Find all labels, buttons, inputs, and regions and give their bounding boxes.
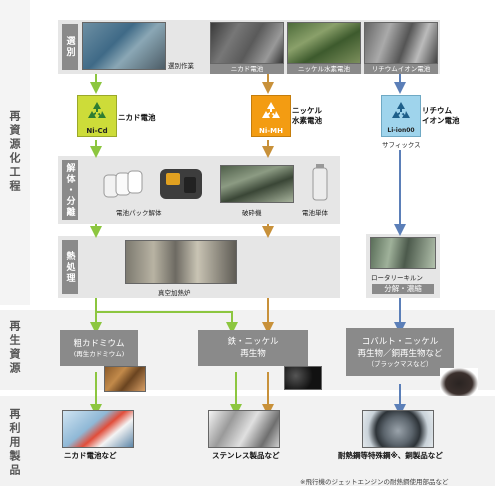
nimh-name: ニッケル 水素電池 xyxy=(292,106,322,125)
black-mass-photo xyxy=(440,368,478,396)
recycle-icon xyxy=(262,102,280,118)
disassembly-caption-pack: 電池パック解体 xyxy=(116,209,162,217)
kiln-caption: ロータリーキルン xyxy=(371,274,423,282)
battery-cell-illustration xyxy=(310,163,330,201)
crusher-photo xyxy=(220,165,294,203)
rotary-kiln-photo xyxy=(370,237,436,269)
kiln-process-label: 分解・濃縮 xyxy=(372,284,434,294)
product-label-stainless: ステンレス製品など xyxy=(212,451,280,460)
resource-title-cadmium: 粗カドミウム xyxy=(73,338,125,349)
disassembly-caption-crusher: 破砕機 xyxy=(242,209,262,217)
sorting-caption-nicd: ニカド電池 xyxy=(210,64,284,74)
nimh-pile-photo xyxy=(287,22,361,64)
resource-title-cobalt: コバルト・ニッケル 再生物／銅再生物など xyxy=(357,336,443,359)
sorting-work-photo xyxy=(82,22,166,70)
resource-sub-cadmium: (再生カドミウム) xyxy=(73,349,125,358)
recycle-icon xyxy=(392,102,410,118)
resource-sub-cobalt: （ブラックマスなど） xyxy=(367,359,433,368)
arrow-green-right xyxy=(96,311,238,334)
battery-pack-illustration xyxy=(100,163,210,203)
footnote: ※飛行機のジェットエンジンの耐熱鋼使用部品など xyxy=(300,478,449,486)
resource-box-cadmium: 粗カドミウム (再生カドミウム) xyxy=(60,330,138,366)
nimh-recycle-mark: Ni-MH xyxy=(251,95,291,137)
iron-nickel-photo xyxy=(284,366,322,390)
nicd-products-photo xyxy=(62,410,134,448)
sorting-label: 選別 xyxy=(62,24,78,70)
sorting-caption-work: 選別作業 xyxy=(168,62,194,70)
liion-symbol-text: Li-ion00 xyxy=(387,127,415,134)
liion-recycle-mark: Li-ion00 xyxy=(381,95,421,137)
sorting-caption-liion: リチウムイオン電池 xyxy=(364,64,438,74)
band-label-recycled-resources: 再生資源 xyxy=(8,320,21,376)
disassembly-label: 解体・分離 xyxy=(62,160,78,220)
nicd-recycle-mark: Ni-Cd xyxy=(77,95,117,137)
resource-title-iron-nickel: 鉄・ニッケル 再生物 xyxy=(227,337,279,359)
process-band xyxy=(0,0,30,305)
heat-label: 熱処理 xyxy=(62,240,78,294)
band-label-recycling-process: 再資源化工程 xyxy=(8,110,21,194)
product-label-heat-resistant: 耐熱鋼等特殊鋼※、銅製品など xyxy=(338,451,443,460)
nicd-name: ニカド電池 xyxy=(118,113,156,122)
stainless-products-photo xyxy=(208,410,280,448)
vacuum-furnace-photo xyxy=(125,240,237,284)
disassembly-caption-cell: 電池単体 xyxy=(302,209,328,217)
recycle-icon xyxy=(88,102,106,118)
sorting-caption-nimh: ニッケル水素電池 xyxy=(287,64,361,74)
band-label-recycled-products: 再利用製品 xyxy=(8,408,21,478)
resource-box-iron-nickel: 鉄・ニッケル 再生物 xyxy=(198,330,308,366)
nicd-symbol-text: Ni-Cd xyxy=(78,126,116,136)
liion-pile-photo xyxy=(364,22,438,64)
liion-name: リチウム イオン電池 xyxy=(422,106,460,125)
cadmium-photo xyxy=(104,366,146,392)
jet-engine-photo xyxy=(362,410,434,448)
resource-box-cobalt: コバルト・ニッケル 再生物／銅再生物など （ブラックマスなど） xyxy=(346,328,454,376)
nicd-pile-photo xyxy=(210,22,284,64)
liion-note: サフィックス xyxy=(382,141,421,149)
nimh-symbol-text: Ni-MH xyxy=(259,127,283,135)
heat-caption: 真空加熱炉 xyxy=(158,289,191,297)
product-label-nicd: ニカド電池など xyxy=(64,451,117,460)
